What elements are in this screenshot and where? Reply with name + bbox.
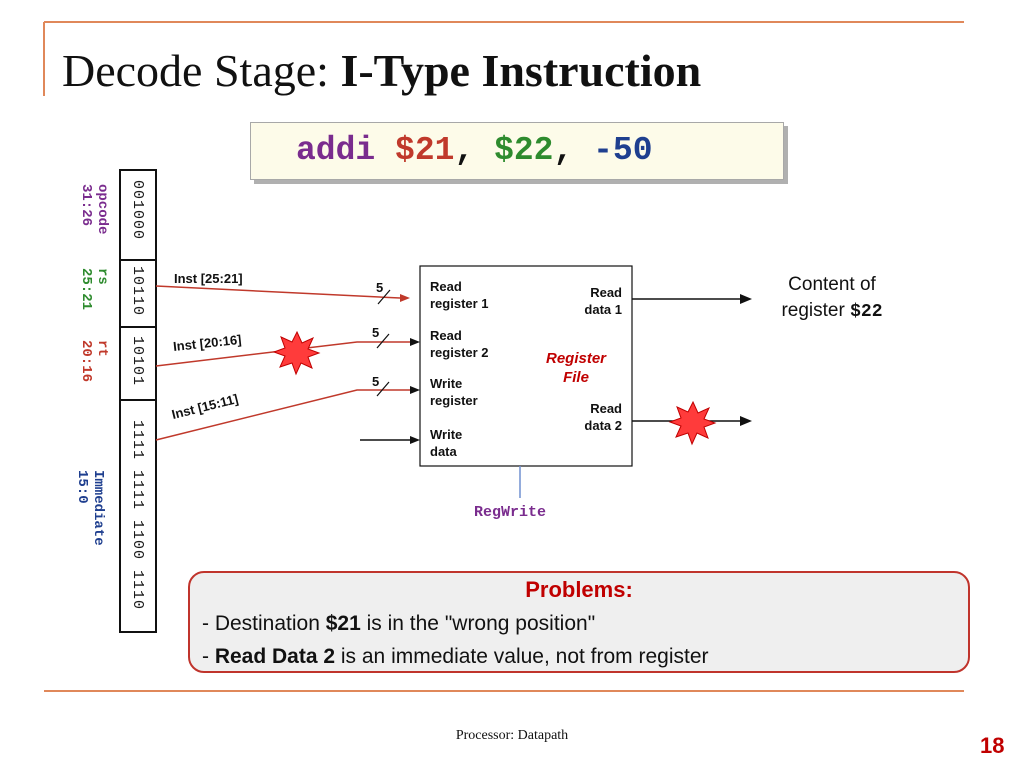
port-read-register-2: Read register 2: [430, 327, 489, 361]
problems-heading: Problems:: [525, 577, 633, 602]
port-read-register-2-l1: Read: [430, 328, 462, 343]
instruction-box: [250, 122, 784, 180]
opcode-bits: 001000: [129, 180, 146, 241]
opcode-name: opcode: [94, 184, 110, 235]
problem-2-bold: Read Data 2: [214, 645, 336, 668]
immediate-field-box: [119, 399, 157, 633]
annotation-line1: Content of: [788, 274, 876, 295]
arrowhead-write-data: [410, 436, 420, 444]
instr-imm: -50: [593, 132, 653, 169]
wire-inst-25-21: [155, 285, 401, 299]
immediate-range: 15:0: [74, 470, 90, 504]
problem-item-1: - Destination $21 is in the "wrong posit…: [202, 612, 595, 636]
rs-name: rs: [94, 268, 110, 285]
wire-inst-20-16: [155, 341, 410, 367]
problems-box: [188, 571, 970, 673]
port-write-register: Write register: [430, 375, 478, 409]
immediate-name: Immediate: [90, 470, 106, 546]
slide-title: Decode Stage: I-Type Instruction: [62, 44, 701, 97]
page-number: 18: [980, 733, 1005, 758]
register-file-box: [419, 265, 633, 467]
problem-star-icon: [668, 400, 717, 446]
register-file-name-l2: File: [563, 369, 589, 386]
instr-op: addi: [296, 132, 376, 169]
wire-label-inst-25-21: Inst [25:21]: [174, 271, 243, 286]
instruction-text: addi $21, $22, -50: [296, 132, 653, 169]
port-read-data-1: Read data 1: [560, 284, 622, 318]
rt-name: rt: [94, 340, 110, 357]
instr-sep2: ,: [553, 132, 574, 169]
port-read-data-2: Read data 2: [560, 400, 622, 434]
port-read-data-2-l1: Read: [590, 401, 622, 416]
wire-inst-15-11: [155, 389, 410, 441]
rt-field-box: [119, 326, 157, 401]
annotation-register: $22: [850, 302, 883, 322]
register-file-name-l1: Register: [545, 350, 607, 367]
port-write-data-l2: data: [430, 444, 457, 459]
port-write-register-l1: Write: [430, 376, 463, 391]
immediate-bits: 1111 1111 1100 1110: [129, 420, 146, 611]
arrowhead-read-data-2: [740, 416, 752, 426]
regwrite-label: RegWrite: [474, 504, 547, 521]
port-write-register-l2: register: [430, 393, 478, 408]
rt-range: 20:16: [78, 340, 94, 383]
arrowhead-inst-20-16: [410, 338, 420, 346]
rs-range: 25:21: [78, 268, 94, 311]
title-bold: I-Type Instruction: [340, 45, 702, 96]
problem-1-prefix: - Destination: [202, 612, 326, 635]
port-read-data-1-l2: data 1: [584, 302, 622, 317]
port-read-register-2-l2: register 2: [430, 345, 489, 360]
rt-bits: 10101: [129, 336, 146, 387]
arrowhead-inst-25-21: [400, 294, 410, 302]
port-read-data-1-l1: Read: [590, 285, 622, 300]
bus-slash-1: [377, 289, 391, 305]
slide-footer: Processor: Datapath: [455, 728, 569, 743]
problem-2-suffix: is an immediate value, not from register: [335, 645, 709, 668]
port-write-data-l1: Write: [430, 427, 463, 442]
rs-bits: 10110: [129, 266, 146, 317]
bus-width-2: 5: [372, 325, 380, 340]
instr-rs: $22: [494, 132, 554, 169]
opcode-range: 31:26: [78, 184, 94, 227]
opcode-field-box: [119, 169, 157, 261]
bus-slash-2: [376, 333, 390, 349]
instr-rt: $21: [395, 132, 455, 169]
arrowhead-read-data-1: [740, 294, 752, 304]
bus-width-3: 5: [372, 374, 380, 389]
port-read-register-1-l2: register 1: [430, 296, 489, 311]
port-write-data: Write data: [430, 426, 462, 460]
bus-width-1: 5: [376, 280, 384, 295]
arrowhead-inst-15-11: [410, 386, 420, 394]
read-data-1-annotation: Content of register $22: [762, 272, 902, 325]
problem-star-icon: [272, 330, 321, 376]
problem-2-prefix: -: [202, 645, 215, 668]
problem-1-bold: $21: [325, 612, 361, 635]
port-read-register-1: Read register 1: [430, 278, 489, 312]
annotation-line2-text: register: [781, 300, 851, 321]
problem-1-suffix: is in the "wrong position": [360, 612, 596, 635]
port-read-data-2-l2: data 2: [584, 418, 622, 433]
instr-sep1: ,: [454, 132, 475, 169]
bus-slash-3: [376, 381, 390, 397]
port-read-register-1-l1: Read: [430, 279, 462, 294]
title-plain: Decode Stage:: [62, 45, 341, 96]
problem-item-2: - Read Data 2 is an immediate value, not…: [202, 645, 709, 669]
